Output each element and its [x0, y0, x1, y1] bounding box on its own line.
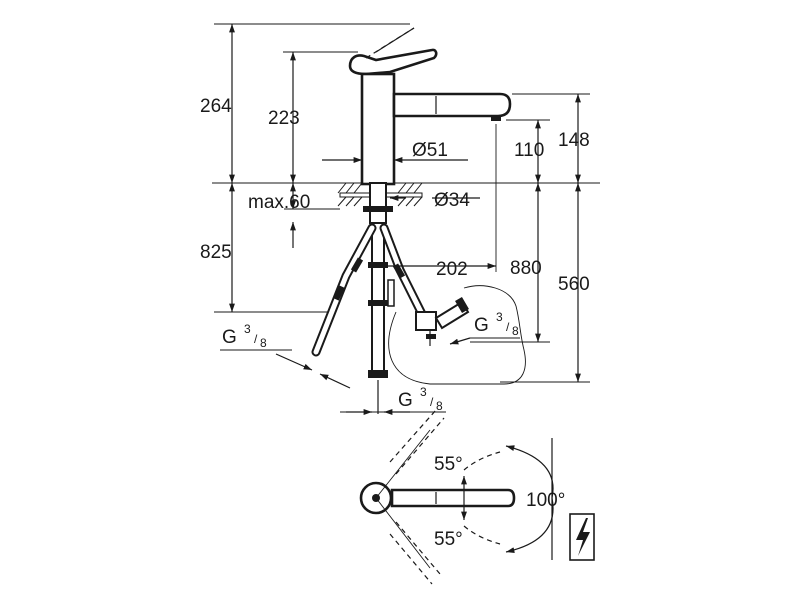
top-view-swivel: 55° 55° 100° [359, 409, 565, 585]
lever-height-label: 223 [268, 108, 300, 129]
hole-diameter-label: Ø34 [434, 190, 470, 211]
swivel-angle-total-label: 100° [526, 490, 565, 511]
angle-valve [415, 311, 437, 331]
hose-length-left-label: 825 [200, 242, 232, 263]
svg-text:/: / [430, 395, 434, 409]
swivel-angle-upper-label: 55° [434, 454, 463, 475]
thread-center: G 3 / 8 [340, 385, 446, 415]
max-deck-thickness-label: max.60 [248, 192, 310, 213]
thread-right-main: G [474, 315, 489, 336]
faucet-side-view: Ø51 [322, 27, 590, 272]
svg-text:3: 3 [420, 385, 427, 399]
thread-right: G 3 / 8 [449, 310, 520, 345]
supply-hoses [311, 222, 526, 414]
spout [392, 92, 512, 118]
thread-center-main: G [398, 390, 413, 411]
hose-length-right-label: 880 [510, 258, 542, 279]
mounting-shank [369, 182, 387, 224]
svg-text:3: 3 [244, 322, 251, 336]
electric-hazard-icon [569, 513, 595, 561]
hose-swing-area [388, 285, 526, 385]
spout-height-label: 110 [514, 140, 544, 161]
spout-top-view [390, 488, 516, 508]
svg-text:/: / [506, 320, 510, 334]
countertop-section: Ø34 [337, 182, 480, 224]
thread-left-main: G [222, 327, 237, 348]
spout-reach-label: 202 [436, 259, 468, 280]
aerator [491, 116, 501, 121]
swivel-angle-lower-label: 55° [434, 529, 463, 550]
svg-text:8: 8 [512, 324, 519, 338]
center-hose [371, 222, 385, 374]
svg-text:8: 8 [436, 399, 443, 413]
mounting-nut [363, 206, 393, 212]
outlet-height-label: 148 [558, 130, 590, 151]
svg-text:8: 8 [260, 336, 267, 350]
total-height-label: 264 [200, 96, 232, 117]
right-dimensions: 110 148 880 560 202 [382, 94, 590, 383]
faucet-body [360, 72, 396, 186]
body-diameter-label: Ø51 [412, 140, 448, 161]
left-dimensions: 264 223 825 max.60 [200, 23, 600, 313]
lever-handle [348, 48, 438, 76]
svg-text:/: / [254, 332, 258, 346]
svg-text:3: 3 [496, 310, 503, 324]
spout-depth-label: 560 [558, 274, 590, 295]
thread-left: G 3 / 8 [220, 322, 351, 389]
